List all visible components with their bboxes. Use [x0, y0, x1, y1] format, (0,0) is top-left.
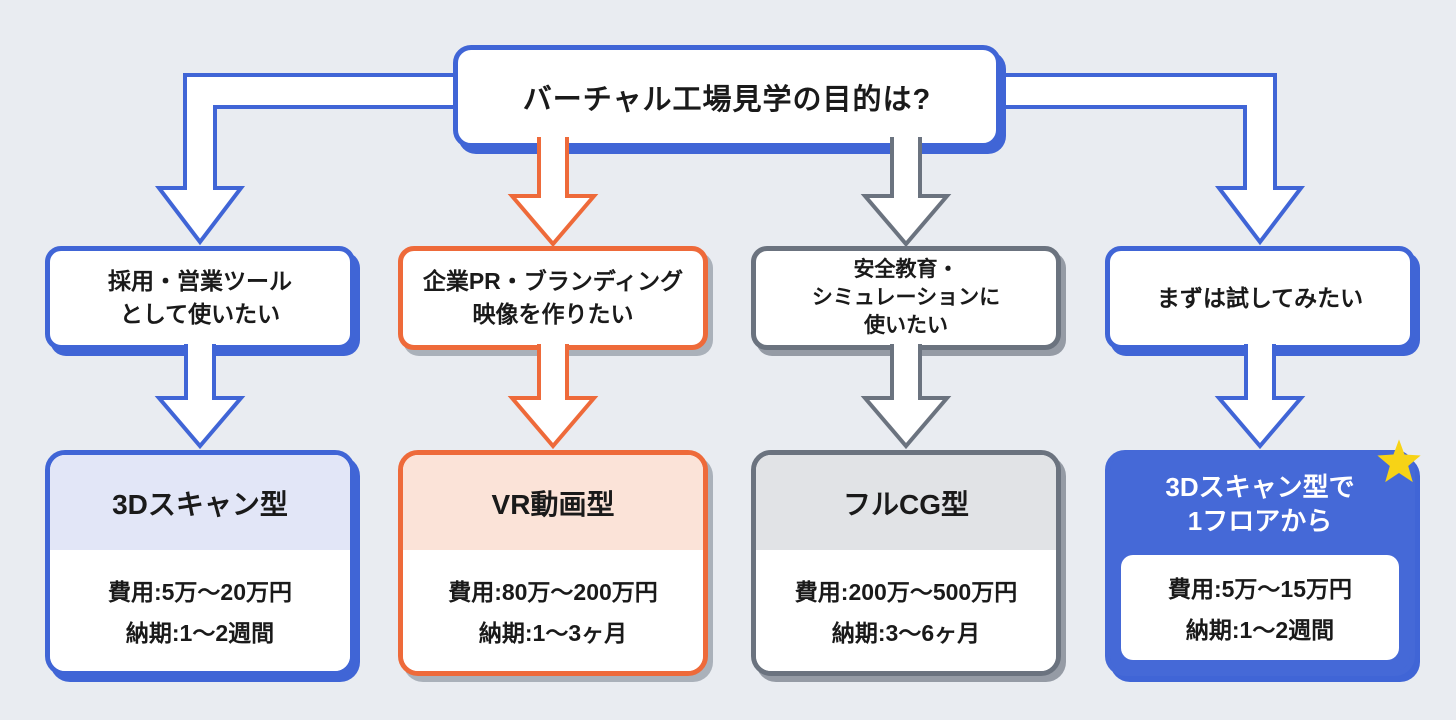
- arrow-branch-1-to-result-1: [154, 344, 246, 450]
- branch-node-safety-simulation: 安全教育・ シミュレーションに 使いたい: [751, 246, 1061, 350]
- result-cost: 費用:5万〜20万円: [107, 579, 293, 605]
- result-delivery: 納期:1〜3ヶ月: [478, 620, 628, 646]
- result-cost: 費用:200万〜500万円: [794, 579, 1018, 605]
- result-title-line: 1フロアから: [1187, 506, 1333, 536]
- result-delivery: 納期:3〜6ヶ月: [831, 620, 981, 646]
- arrow-branch-2-to-result-2: [507, 344, 599, 450]
- branch-line: シミュレーションに: [811, 286, 1001, 310]
- title-node: バーチャル工場見学の目的は?: [453, 45, 1001, 148]
- result-title-line: 3Dスキャン型で: [1165, 472, 1355, 503]
- result-delivery: 納期:1〜2週間: [125, 620, 275, 646]
- result-details: 費用:5万〜20万円 納期:1〜2週間: [50, 550, 350, 671]
- branch-node-pr-branding: 企業PR・ブランディング 映像を作りたい: [398, 246, 708, 350]
- arrow-branch-3-to-result-3: [860, 344, 952, 450]
- arrow-title-to-branch-4: [1000, 73, 1306, 246]
- branch-line: 使いたい: [864, 313, 948, 337]
- title-text: バーチャル工場見学の目的は?: [522, 83, 932, 116]
- branch-line: 採用・営業ツール: [108, 268, 292, 295]
- result-details: 費用:5万〜15万円 納期:1〜2週間: [1121, 555, 1399, 660]
- star-icon: [1377, 439, 1421, 483]
- result-details: 費用:200万〜500万円 納期:3〜6ヶ月: [756, 550, 1056, 671]
- result-delivery: 納期:1〜2週間: [1185, 617, 1335, 643]
- result-title: 3Dスキャン型で 1フロアから: [1110, 455, 1410, 555]
- branch-line: 企業PR・ブランディング: [422, 268, 684, 295]
- result-card-full-cg: フルCG型 費用:200万〜500万円 納期:3〜6ヶ月: [751, 450, 1061, 676]
- branch-line: 安全教育・: [853, 258, 959, 282]
- branch-line: まずは試してみたい: [1156, 284, 1364, 311]
- branch-line: として使いたい: [119, 301, 281, 327]
- result-card-3d-scan: 3Dスキャン型 費用:5万〜20万円 納期:1〜2週間: [45, 450, 355, 676]
- arrow-title-to-branch-3: [860, 137, 952, 248]
- result-cost: 費用:5万〜15万円: [1167, 576, 1353, 602]
- result-details: 費用:80万〜200万円 納期:1〜3ヶ月: [403, 550, 703, 671]
- result-title: フルCG型: [756, 455, 1056, 550]
- arrow-title-to-branch-1: [154, 73, 455, 246]
- result-cost: 費用:80万〜200万円: [448, 579, 658, 605]
- result-title: 3Dスキャン型: [50, 455, 350, 550]
- branch-line: 映像を作りたい: [472, 301, 634, 327]
- arrow-branch-4-to-result-4: [1214, 344, 1306, 450]
- branch-node-recruit-sales: 採用・営業ツール として使いたい: [45, 246, 355, 350]
- branch-node-trial: まずは試してみたい: [1105, 246, 1415, 350]
- arrow-title-to-branch-2: [507, 137, 599, 248]
- result-title: VR動画型: [403, 455, 703, 550]
- result-card-vr-video: VR動画型 費用:80万〜200万円 納期:1〜3ヶ月: [398, 450, 708, 676]
- result-card-3d-scan-one-floor: 3Dスキャン型で 1フロアから 費用:5万〜15万円 納期:1〜2週間: [1105, 439, 1421, 676]
